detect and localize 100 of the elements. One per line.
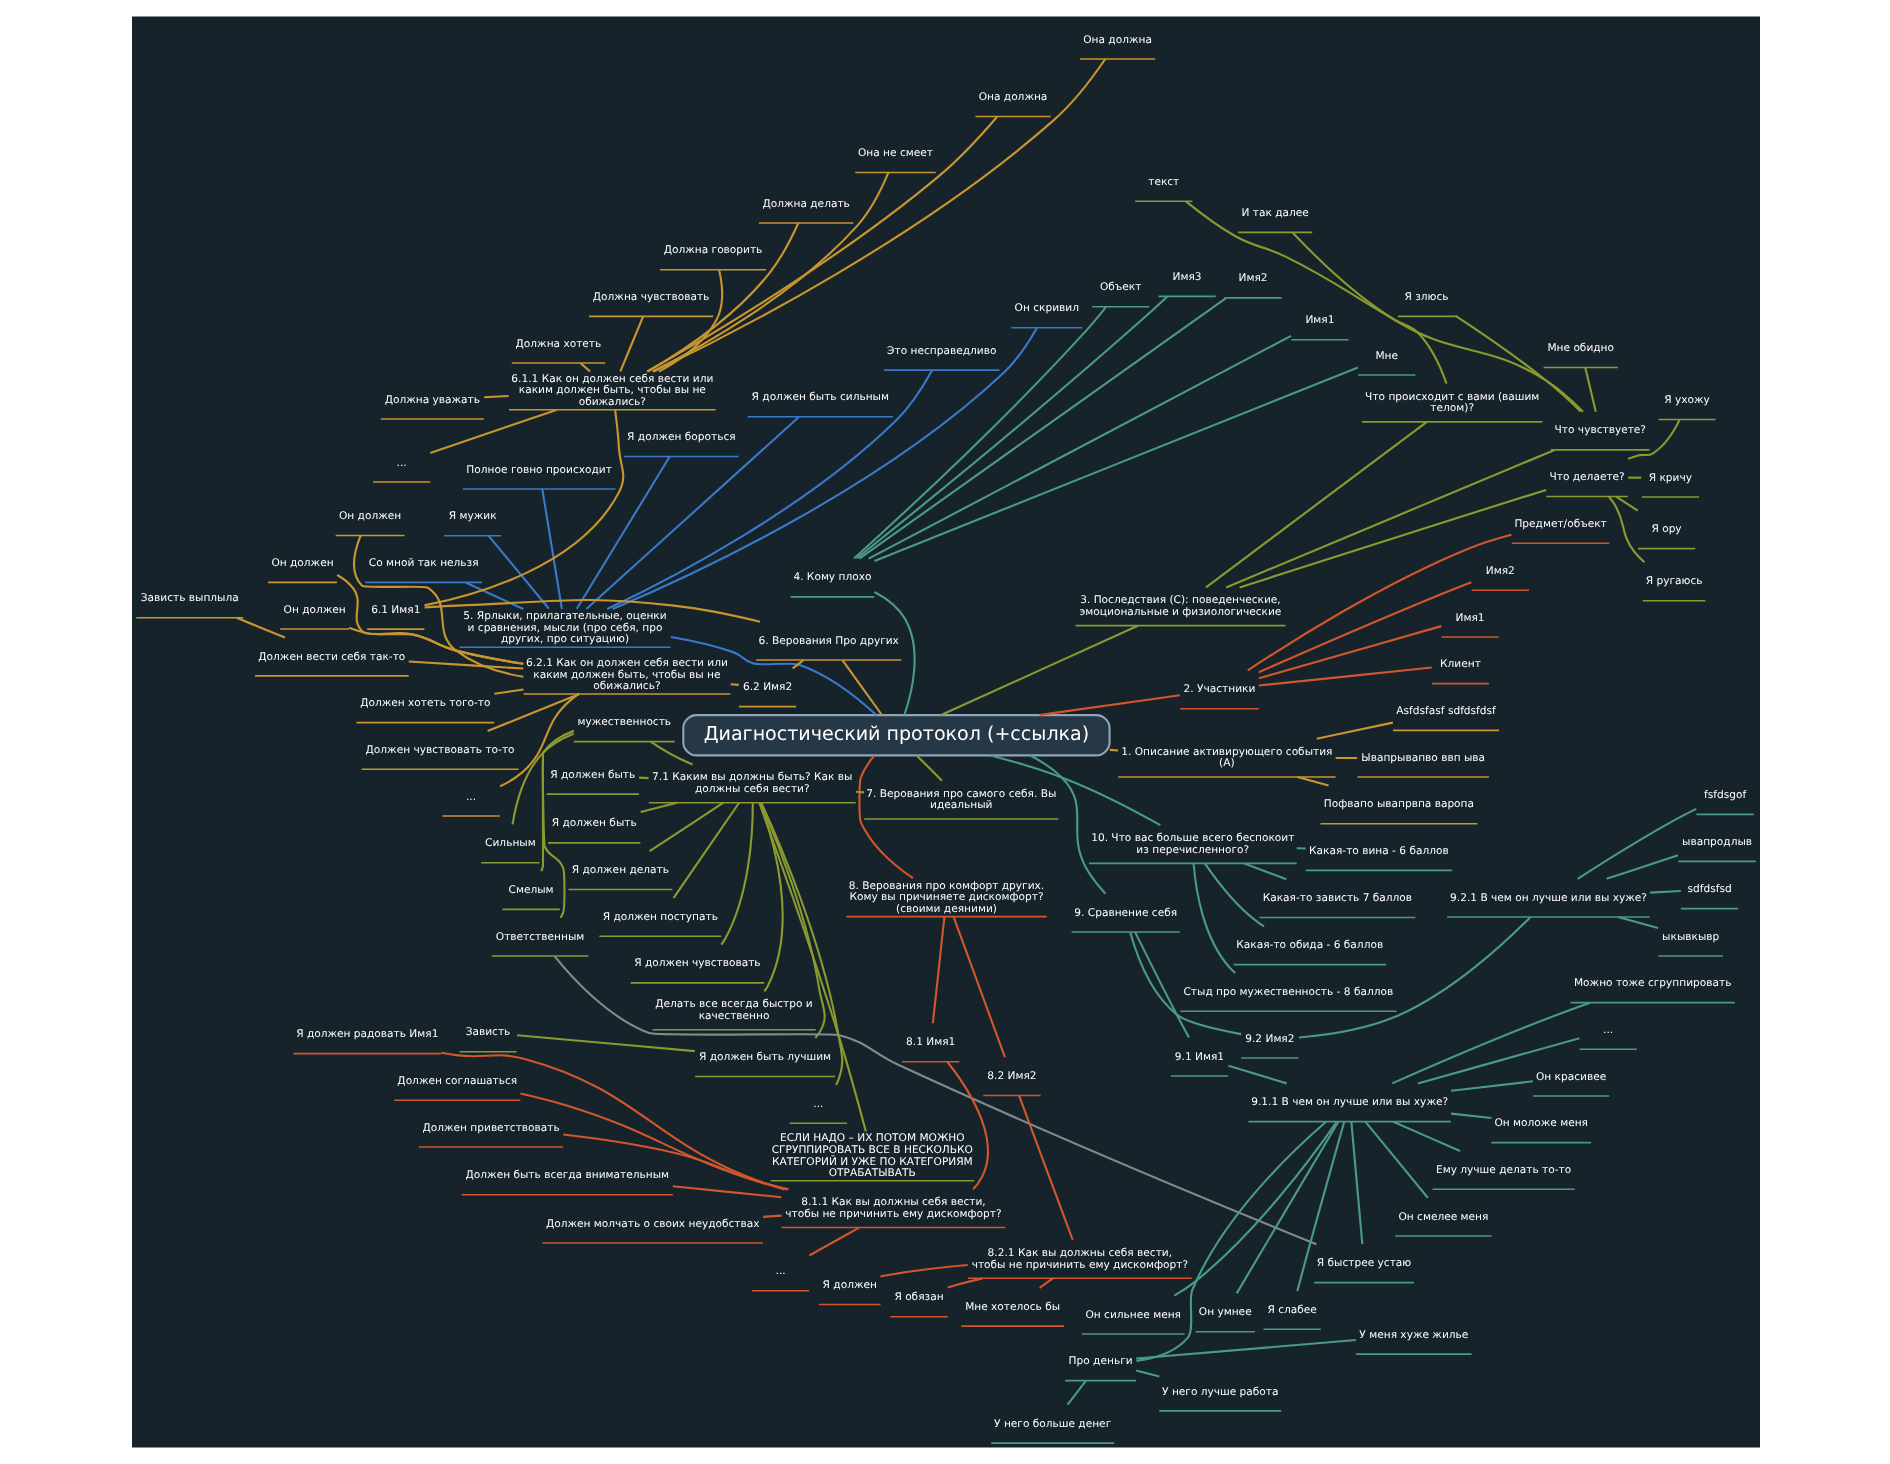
connector [1390, 1001, 1590, 1085]
connector [930, 916, 945, 1024]
connector [464, 581, 523, 610]
connector [719, 802, 753, 946]
connector [1017, 1095, 1073, 1241]
connector [423, 409, 624, 607]
connector [1295, 847, 1305, 850]
connector [1227, 1064, 1286, 1085]
connector [951, 916, 1005, 1058]
connector [857, 755, 913, 880]
connector [651, 172, 889, 373]
connector [657, 269, 723, 373]
connector [872, 591, 915, 716]
connector [440, 1051, 784, 1191]
connector [539, 729, 574, 872]
connector [671, 802, 739, 899]
connector [1626, 419, 1680, 460]
connector [1133, 931, 1189, 1039]
connector [1065, 1380, 1086, 1406]
connector [945, 1061, 988, 1190]
connector [1627, 476, 1641, 479]
connector [638, 776, 648, 780]
connector [1108, 748, 1118, 752]
connector [1184, 200, 1447, 384]
connector [552, 955, 1316, 1246]
connector [486, 535, 549, 610]
connector [989, 754, 1160, 827]
connector [1134, 1369, 1159, 1378]
connector [1449, 1080, 1532, 1092]
connector [1605, 854, 1678, 880]
connector [562, 1133, 788, 1191]
connector [1257, 625, 1441, 680]
connector [1234, 1121, 1339, 1294]
connector [352, 535, 523, 678]
connector [1257, 581, 1471, 674]
connector [759, 802, 843, 1086]
connector [852, 306, 1106, 560]
connector [1391, 1120, 1460, 1153]
connector [1172, 1121, 1337, 1297]
connector [648, 802, 723, 853]
node-box: Диагностический протокол (+ссылка) [681, 714, 1110, 757]
connector [235, 616, 285, 639]
connector [1204, 421, 1427, 589]
connector [1224, 448, 1555, 589]
connector [519, 1092, 787, 1191]
connector [671, 1185, 781, 1199]
connector [407, 660, 523, 670]
connector [1449, 1112, 1491, 1120]
connector [423, 598, 760, 623]
connector [649, 740, 692, 766]
connector [1576, 807, 1696, 880]
connector [578, 362, 590, 373]
connector [1135, 1121, 1326, 1362]
connector [605, 369, 933, 611]
connector [611, 327, 1037, 610]
connector [939, 624, 1138, 716]
connector [1246, 533, 1511, 672]
connector [1334, 756, 1357, 759]
connector [1203, 862, 1264, 928]
connector [807, 1226, 859, 1257]
connector [1363, 1121, 1428, 1199]
connector [574, 455, 670, 610]
connector [1135, 1338, 1355, 1360]
connector [639, 801, 677, 814]
connector [493, 688, 523, 695]
connector [645, 116, 997, 373]
connector [946, 1277, 982, 1289]
connector [757, 802, 866, 1132]
connector [1315, 721, 1393, 740]
connector [1648, 889, 1680, 894]
connector [669, 636, 876, 716]
connector [1614, 495, 1638, 512]
connector [1290, 231, 1583, 413]
connector [857, 297, 1226, 560]
connector [646, 222, 799, 373]
connector [540, 488, 562, 610]
connector [879, 1263, 967, 1278]
connector [1416, 1037, 1579, 1085]
connector [335, 574, 523, 665]
connector [791, 659, 804, 670]
connector [498, 693, 579, 788]
connector [1028, 754, 1106, 895]
connector [1297, 916, 1531, 1039]
connector [1583, 367, 1596, 412]
connector [1238, 488, 1546, 589]
connector [1617, 916, 1658, 929]
connector [347, 626, 523, 665]
connector [915, 754, 942, 782]
connector [483, 394, 508, 399]
connector [867, 334, 1291, 560]
connector [1038, 1277, 1053, 1289]
connector [652, 58, 1105, 373]
connector [584, 416, 799, 610]
connector [1349, 1121, 1363, 1245]
connector [1242, 862, 1286, 881]
connector [1128, 931, 1241, 1036]
connector [515, 1034, 694, 1053]
connector [428, 408, 556, 455]
connector [1296, 776, 1328, 787]
connector [758, 802, 825, 1039]
